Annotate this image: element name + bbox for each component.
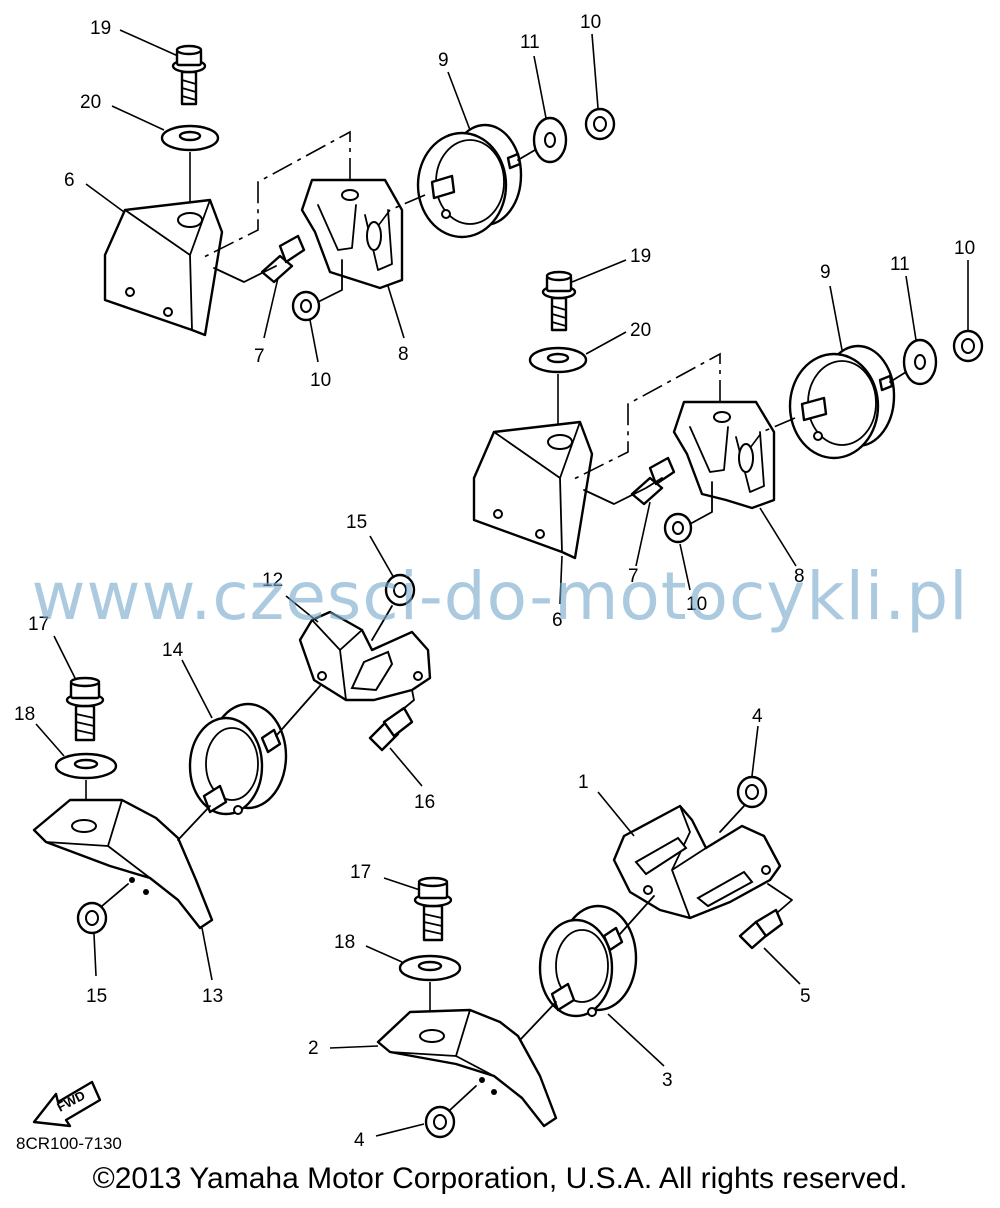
- assembly-top-left: [103, 44, 616, 337]
- callout-10-mid-right: 10: [954, 238, 975, 259]
- bolt-5: [738, 908, 784, 950]
- callout-7-mid: 7: [628, 566, 639, 587]
- callout-18-right: 18: [334, 932, 355, 953]
- callout-6-mid: 6: [552, 610, 563, 631]
- washer-18-left: [54, 752, 118, 780]
- callout-15-upper: 15: [346, 512, 367, 533]
- bracket-8-mid: [672, 400, 776, 510]
- callout-6-top: 6: [64, 170, 75, 191]
- damper-3: [538, 904, 638, 1018]
- washer-11-mid: [902, 338, 938, 386]
- callout-20-mid: 20: [630, 320, 651, 341]
- nut-4-upper: [736, 775, 768, 809]
- callout-17-left: 17: [28, 614, 49, 635]
- callout-9-mid: 9: [820, 262, 831, 283]
- flange-bolt-17-right: [413, 876, 453, 942]
- bracket-1: [612, 804, 782, 920]
- bolt-16: [368, 706, 414, 752]
- forward-arrow-icon: FWD: [32, 1080, 102, 1128]
- washer-11-top: [532, 116, 568, 164]
- callout-12: 12: [262, 570, 283, 591]
- damper-9-top: [416, 123, 523, 239]
- bracket-13: [32, 798, 214, 930]
- damper-14: [188, 702, 288, 816]
- callout-leaders: [35, 29, 969, 1137]
- callout-17-right: 17: [350, 862, 371, 883]
- callout-5: 5: [800, 986, 811, 1007]
- washer-20-top: [160, 124, 220, 152]
- nut-10-top-right: [584, 107, 616, 141]
- assembly-lower-right: [376, 775, 793, 1139]
- callout-10-top-lower: 10: [310, 370, 331, 391]
- callout-20-top: 20: [80, 92, 101, 113]
- copyright-notice: ©2013 Yamaha Motor Corporation, U.S.A. A…: [92, 1162, 908, 1195]
- callout-3: 3: [662, 1070, 673, 1091]
- flange-bolt-19-top: [171, 44, 207, 106]
- callout-8-mid: 8: [794, 566, 805, 587]
- washer-20-mid: [528, 346, 588, 374]
- nut-10-mid-right: [952, 329, 984, 363]
- callout-19-top: 19: [90, 18, 111, 39]
- bracket-12: [298, 610, 432, 702]
- washer-18-right: [398, 954, 462, 982]
- nut-15-upper: [384, 573, 416, 607]
- callout-1: 1: [578, 772, 589, 793]
- callout-13: 13: [202, 986, 223, 1007]
- bracket-6-top: [103, 198, 224, 337]
- nut-10-mid-lower: [663, 512, 693, 544]
- callout-10-top-right: 10: [580, 12, 601, 33]
- callout-4-lower: 4: [354, 1130, 365, 1151]
- callout-2: 2: [308, 1038, 319, 1059]
- nut-15-lower: [76, 901, 108, 935]
- damper-9-mid: [788, 344, 896, 460]
- callout-16: 16: [414, 792, 435, 813]
- diagram-code: 8CR100-7130: [16, 1134, 122, 1153]
- nut-10-top-lower: [291, 290, 321, 322]
- callout-7-top: 7: [254, 346, 265, 367]
- callout-15-lower: 15: [86, 986, 107, 1007]
- callout-18-left: 18: [14, 704, 35, 725]
- callout-10-mid-lower: 10: [686, 594, 707, 615]
- callout-numbers: 19 20 6 7 10 8 9 11 10 19 20 9 11 10 7 1…: [14, 12, 975, 1151]
- bolt-7-top: [260, 234, 306, 284]
- callout-8-top: 8: [398, 344, 409, 365]
- bracket-2: [376, 1008, 558, 1128]
- callout-4-upper: 4: [752, 706, 763, 727]
- callout-11-mid: 11: [890, 254, 910, 275]
- flange-bolt-19-mid: [541, 270, 577, 332]
- assembly-middle-left: [32, 573, 432, 935]
- callout-14: 14: [162, 640, 184, 661]
- callout-9-top: 9: [438, 50, 449, 71]
- callout-11-top: 11: [520, 32, 540, 53]
- assembly-middle-right: [472, 270, 984, 560]
- flange-bolt-17-left: [65, 676, 105, 742]
- nut-4-lower: [424, 1105, 456, 1139]
- callout-19-mid: 19: [630, 246, 651, 267]
- bolt-7-mid: [630, 456, 676, 506]
- bracket-6-mid: [472, 420, 594, 560]
- bracket-8-top: [300, 178, 404, 290]
